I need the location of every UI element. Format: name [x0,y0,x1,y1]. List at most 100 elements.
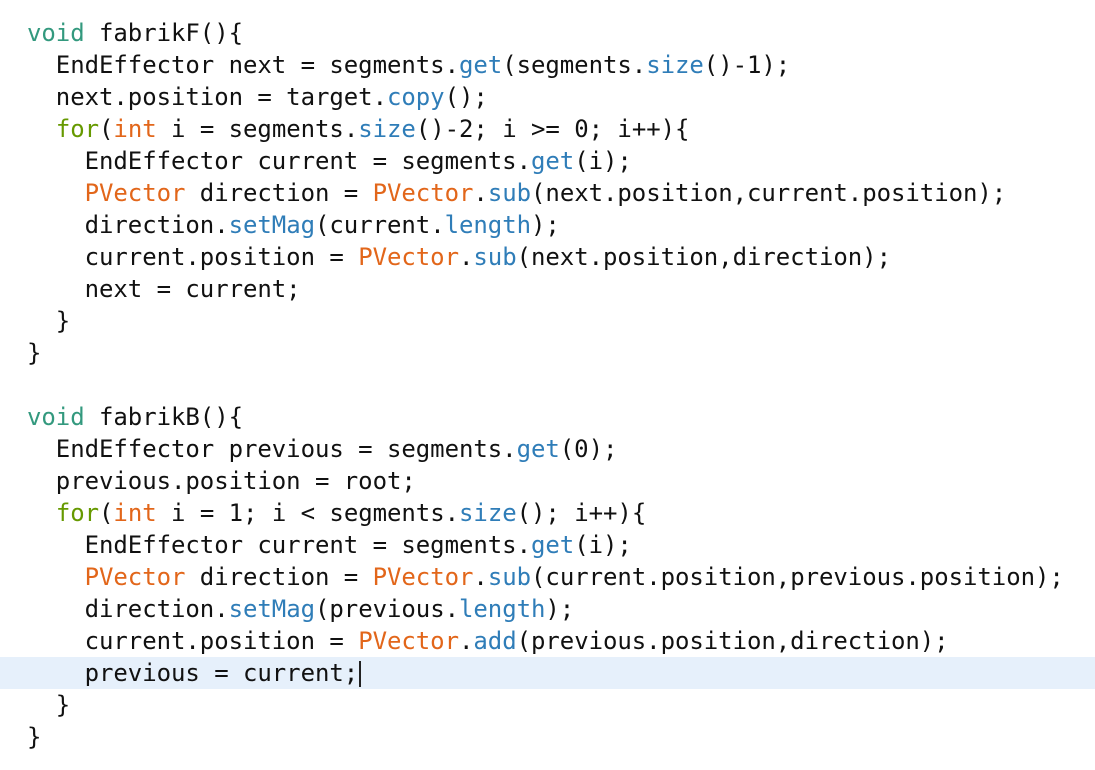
code-text: direction. [27,595,229,623]
code-text: next.position = target. [27,83,387,111]
keyword-token: void [27,19,85,47]
code-text: EndEffector next = segments. [27,51,459,79]
function-token: length [444,211,531,239]
function-token: get [530,531,575,559]
type-token: PVector [358,243,459,271]
code-text: } [27,339,42,367]
code-text: . [473,563,488,591]
type-token: PVector [84,563,186,591]
code-line[interactable]: next = current; [0,273,1095,305]
type-token: PVector [372,179,474,207]
code-text: (0); [559,435,618,463]
code-text: direction. [27,211,229,239]
code-line[interactable]: void fabrikB(){ [0,401,1095,433]
code-text: previous = current; [27,659,359,687]
code-text: EndEffector current = segments. [27,531,531,559]
code-line[interactable]: EndEffector current = segments.get(i); [0,145,1095,177]
function-token: sub [473,243,517,271]
code-line[interactable]: } [0,337,1095,369]
code-line[interactable]: } [0,305,1095,337]
code-text: } [27,691,71,719]
code-text: } [27,723,42,751]
code-line[interactable]: current.position = PVector.add(previous.… [0,625,1095,657]
code-text: ()-1); [703,51,791,79]
code-line[interactable] [0,369,1095,401]
code-text: (); i++){ [516,499,647,527]
control-keyword-token: for [55,115,100,143]
text-caret [359,661,362,687]
code-text: ); [545,595,575,623]
code-line[interactable]: } [0,721,1095,753]
code-text: (next.position,current.position); [531,179,1007,207]
code-text: ( [99,115,114,143]
code-text: next = current; [27,275,301,303]
code-text [27,563,85,591]
function-token: get [530,147,575,175]
type-token: int [113,115,157,143]
code-text: fabrikB(){ [84,403,244,431]
code-line[interactable]: direction.setMag(current.length); [0,209,1095,241]
code-text: previous.position = root; [27,467,416,495]
code-text: (current.position,previous.position); [531,563,1064,591]
function-token: sub [487,179,532,207]
code-line[interactable]: for(int i = segments.size()-2; i >= 0; i… [0,113,1095,145]
code-text: (previous.position,direction); [516,627,949,655]
function-token: size [358,115,416,143]
code-text: direction = [185,179,373,207]
type-token: PVector [358,627,459,655]
code-text: ( [99,499,114,527]
code-line[interactable]: previous.position = root; [0,465,1095,497]
code-text: } [27,307,71,335]
type-token: PVector [372,563,474,591]
code-text: (i); [574,147,632,175]
code-text: (); [444,83,488,111]
code-text: . [473,179,488,207]
code-text: EndEffector previous = segments. [27,435,517,463]
code-text: fabrikF(){ [84,19,244,47]
code-line[interactable]: EndEffector current = segments.get(i); [0,529,1095,561]
control-keyword-token: for [55,499,100,527]
function-token: copy [386,83,445,111]
function-token: get [458,51,503,79]
function-token: add [473,627,517,655]
code-text: (i); [574,531,632,559]
function-token: setMag [228,211,315,239]
code-line[interactable]: previous = current; [0,657,1095,689]
code-text [27,499,56,527]
code-text: (current. [315,211,445,239]
code-text: i = 1; i < segments. [156,499,460,527]
code-text: . [458,627,474,655]
function-token: get [516,435,560,463]
code-line[interactable]: for(int i = 1; i < segments.size(); i++)… [0,497,1095,529]
code-text [27,179,85,207]
code-text: current.position = [27,627,359,655]
function-token: sub [487,563,532,591]
function-token: size [459,499,517,527]
code-text: (next.position,direction); [516,243,891,271]
code-text: (previous. [315,595,459,623]
code-line[interactable]: EndEffector previous = segments.get(0); [0,433,1095,465]
code-text: direction = [185,563,373,591]
code-line[interactable]: } [0,689,1095,721]
code-text: . [458,243,474,271]
code-text: current.position = [27,243,359,271]
function-token: setMag [228,595,315,623]
code-line[interactable]: PVector direction = PVector.sub(next.pos… [0,177,1095,209]
code-text: EndEffector current = segments. [27,147,531,175]
code-text: ()-2; i >= 0; i++){ [415,115,690,143]
code-text [27,115,56,143]
function-token: length [459,595,546,623]
code-line[interactable]: EndEffector next = segments.get(segments… [0,49,1095,81]
type-token: PVector [84,179,186,207]
code-line[interactable]: next.position = target.copy(); [0,81,1095,113]
code-text: i = segments. [156,115,359,143]
code-text: (segments. [502,51,647,79]
code-editor[interactable]: void fabrikF(){ EndEffector next = segme… [0,17,1095,753]
keyword-token: void [27,403,85,431]
function-token: size [646,51,704,79]
code-line[interactable]: direction.setMag(previous.length); [0,593,1095,625]
code-line[interactable]: current.position = PVector.sub(next.posi… [0,241,1095,273]
type-token: int [113,499,157,527]
code-line[interactable]: void fabrikF(){ [0,17,1095,49]
code-line[interactable]: PVector direction = PVector.sub(current.… [0,561,1095,593]
